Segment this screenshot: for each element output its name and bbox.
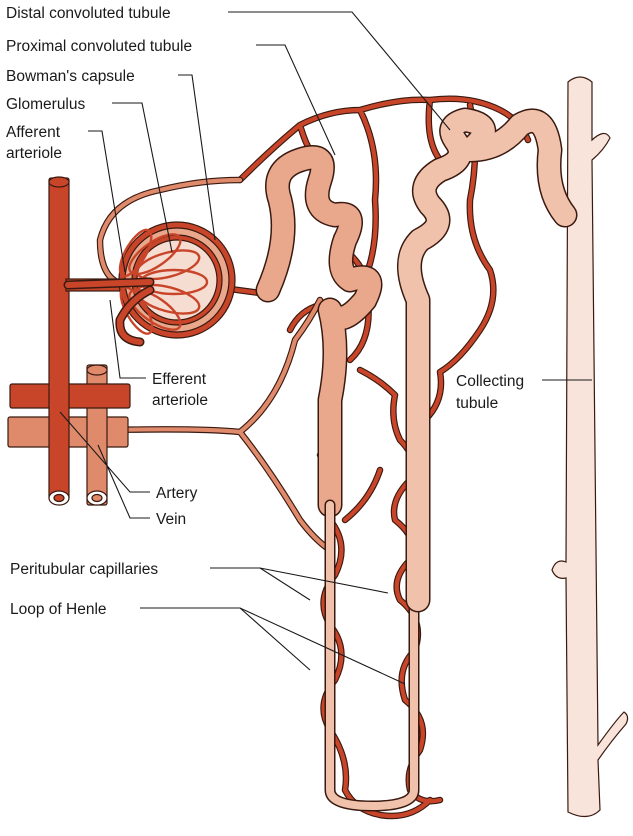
label-collecting-tubule-1: Collecting xyxy=(456,373,524,390)
label-efferent-arteriole-1: Efferent xyxy=(152,371,207,388)
label-afferent-arteriole-2: arteriole xyxy=(6,145,62,162)
label-collecting-tubule-2: tubule xyxy=(456,395,498,412)
label-glomerulus: Glomerulus xyxy=(6,96,85,113)
label-artery: Artery xyxy=(156,485,198,502)
distal-convoluted-tubule xyxy=(409,120,565,600)
label-bowmans-capsule: Bowman's capsule xyxy=(6,68,135,85)
artery-vessel xyxy=(10,177,130,505)
label-loop-of-henle: Loop of Henle xyxy=(10,601,107,618)
label-vein: Vein xyxy=(156,511,186,528)
label-distal-convoluted-tubule: Distal convoluted tubule xyxy=(6,5,171,22)
label-efferent-arteriole-2: arteriole xyxy=(152,392,208,409)
label-peritubular-capillaries: Peritubular capillaries xyxy=(10,561,158,578)
label-afferent-arteriole-1: Afferent xyxy=(6,124,61,141)
label-proximal-convoluted-tubule: Proximal convoluted tubule xyxy=(6,38,192,55)
proximal-convoluted-tubule xyxy=(268,158,370,506)
